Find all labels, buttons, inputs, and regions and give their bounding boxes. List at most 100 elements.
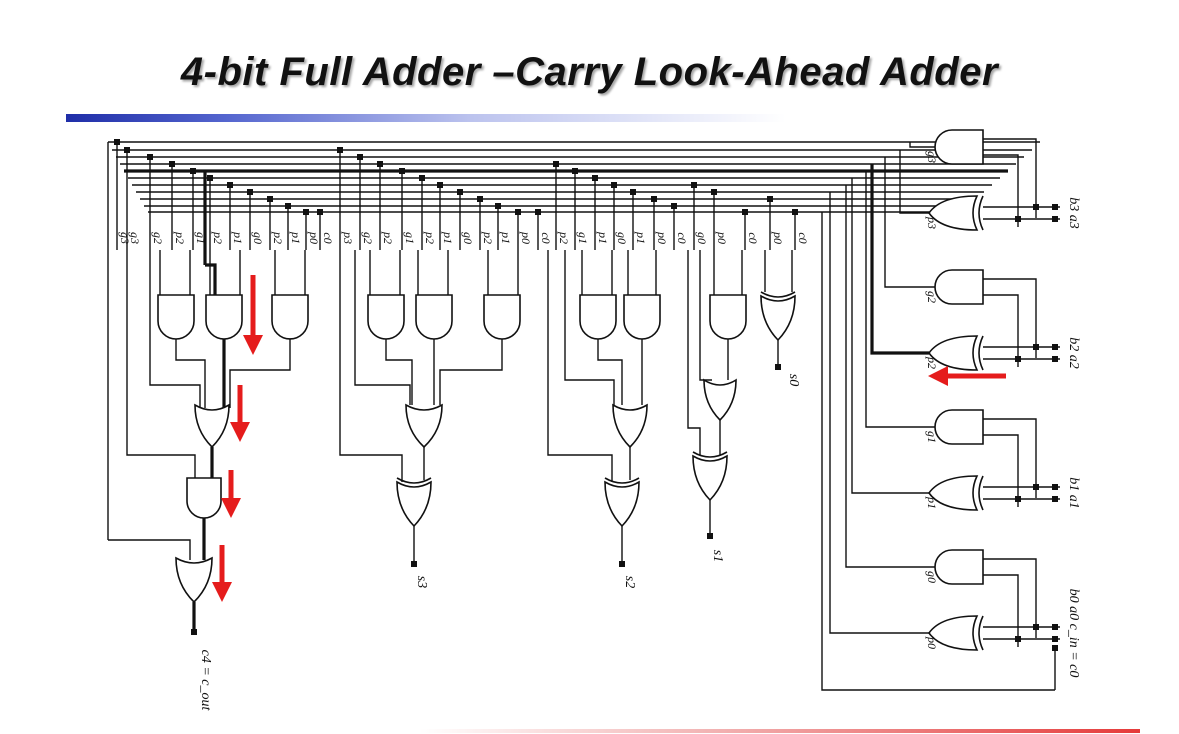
junction-dot: [285, 203, 291, 209]
stage-label-p1: p1: [925, 496, 939, 509]
column-label: g3: [128, 232, 142, 244]
or-gate-c4-a: [194, 403, 230, 449]
output-label-s0: s0: [786, 374, 801, 386]
and-gate: [483, 294, 521, 340]
xor-gate-s2: [604, 480, 640, 528]
junction-dot: [651, 196, 657, 202]
wire: [439, 338, 503, 405]
junction-dot: [1052, 344, 1058, 350]
junction-dot: [457, 189, 463, 195]
wire: [829, 192, 929, 634]
xor-input-curve: [692, 451, 728, 458]
wire: [884, 157, 935, 288]
wire: [564, 250, 615, 405]
junction-dot: [437, 182, 443, 188]
xor-gate-s3: [396, 480, 432, 528]
wire: [983, 154, 1019, 227]
junction-dot: [377, 161, 383, 167]
junction-dot: [1052, 496, 1058, 502]
or-gate-c3: [405, 403, 443, 449]
output-label-s2: s2: [622, 576, 637, 588]
column-label: p0: [519, 231, 533, 244]
column-label: p2: [423, 231, 437, 244]
junction-dot: [114, 139, 120, 145]
junction-dot: [191, 629, 197, 635]
junction-dot: [1033, 624, 1039, 630]
junction-dot: [792, 209, 798, 215]
junction-dot: [124, 147, 130, 153]
junction-dot: [1052, 484, 1058, 490]
wire: [126, 250, 196, 478]
output-label-c4: c4 = c_out: [198, 650, 213, 712]
wire: [909, 142, 935, 148]
wire: [687, 250, 701, 455]
column-label: p2: [271, 231, 285, 244]
column-label: g1: [576, 232, 590, 244]
slide-title: 4-bit Full Adder –Carry Look-Ahead Adder: [180, 50, 999, 94]
and-gate: [709, 294, 747, 340]
and-gate-g1: [934, 409, 984, 445]
junction-dot: [267, 196, 273, 202]
wire: [597, 338, 623, 405]
xor-gate-p1: [928, 475, 979, 511]
stage-label-p2: p2: [925, 356, 939, 369]
column-label: p3: [341, 231, 355, 244]
column-label: c0: [539, 232, 553, 243]
junction-dot: [190, 168, 196, 174]
and-gate: [157, 294, 195, 340]
junction-dot: [169, 161, 175, 167]
junction-dot: [495, 203, 501, 209]
wire: [983, 138, 1037, 218]
arrow-layer: [212, 275, 1006, 602]
wire: [547, 250, 613, 482]
xor-input-curve: [978, 195, 984, 231]
junction-dot: [707, 533, 713, 539]
junction-dot: [419, 175, 425, 181]
input-label-0: b0 a0 c_in = c0: [1066, 589, 1081, 678]
xor-input-curve: [978, 615, 984, 651]
junction-dot: [1052, 356, 1058, 362]
output-label-s3: s3: [414, 576, 429, 588]
and-gate-g3: [934, 129, 984, 165]
junction-dot: [1052, 204, 1058, 210]
junction-dot: [515, 209, 521, 215]
junction-dot: [247, 189, 253, 195]
wire: [354, 250, 411, 405]
xor-input-curve: [978, 335, 984, 371]
wire: [339, 250, 403, 482]
column-label: p1: [231, 231, 245, 244]
column-label: p1: [634, 231, 648, 244]
stage-label-g1: g1: [925, 431, 939, 443]
stage-label-p0: p0: [925, 636, 939, 649]
junction-dot: [357, 154, 363, 160]
junction-dot: [1052, 624, 1058, 630]
column-label: c0: [796, 232, 810, 243]
wire: [845, 185, 935, 568]
column-label: p2: [557, 231, 571, 244]
xor-gate-s1: [692, 454, 728, 502]
column-label: p2: [381, 231, 395, 244]
junction-dot: [147, 154, 153, 160]
column-label: p2: [173, 231, 187, 244]
and-gate-g2: [934, 269, 984, 305]
junction-dot: [1052, 216, 1058, 222]
junction-dot: [691, 182, 697, 188]
footer-bar: [420, 729, 1140, 733]
column-label: g0: [461, 232, 475, 244]
and-gate: [205, 294, 243, 340]
xor-gate-s0: [760, 294, 796, 342]
column-label: g1: [194, 232, 208, 244]
column-label: p2: [481, 231, 495, 244]
stage-label-g2: g2: [925, 291, 939, 303]
wire: [205, 263, 217, 295]
wire: [851, 178, 929, 494]
junction-dot: [1033, 344, 1039, 350]
column-label: g2: [361, 232, 375, 244]
column-label: p0: [307, 231, 321, 244]
junction-dot: [477, 196, 483, 202]
column-label: p0: [655, 231, 669, 244]
junction-dot: [207, 175, 213, 181]
wire: [983, 434, 1019, 507]
